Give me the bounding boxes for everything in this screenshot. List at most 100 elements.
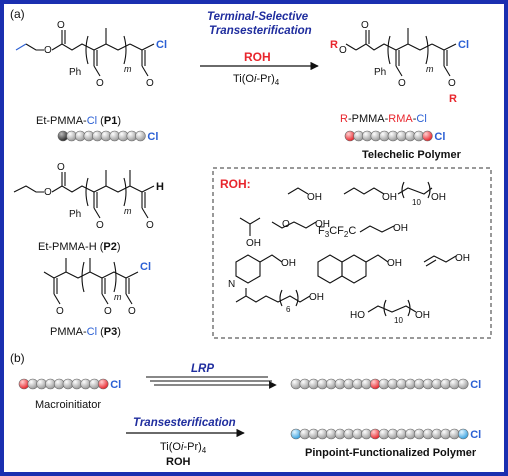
p1-atom-o3: O [96,78,104,89]
roh-allyl-oh: OH [455,253,470,264]
roh-diol-n10: 10 [394,316,403,325]
p2-atom-o4: O [146,220,154,231]
bead [422,130,433,142]
panel-b-tag: (b) [10,351,25,365]
roh-butanol [343,187,385,195]
lrp-arrow-stack [146,376,277,389]
p1-structure [15,28,155,77]
bead [361,428,372,440]
bead [343,378,355,390]
roh-butanol-oh: OH [382,192,397,203]
bead [431,378,443,390]
roh-benzyl-oh: OH [281,258,296,269]
roh-amine [235,295,311,303]
p3-atom-o2: O [104,306,112,317]
roh-fluoro-oh: OH [393,223,408,234]
bead [80,378,91,390]
product-caption: Telechelic Polymer [362,149,461,161]
bead-chain-p1: Cl [57,130,158,143]
bead [36,378,47,390]
p3-atom-o1: O [56,306,64,317]
p2-structure [13,170,155,219]
p2-atom-o2: O [57,162,65,173]
roh-diol-ho: HO [350,310,365,321]
bead-chain-cl: Cl [434,131,445,143]
p2-m: m [124,206,132,216]
roh-amine-oh: OH [309,292,324,303]
p1-ph: Ph [69,67,81,78]
roh-structures [235,181,457,317]
transesterification-label: Transesterification [133,417,236,429]
roh-isopropanol-oh: OH [246,238,261,249]
roh-methoxyethanol-oh: OH [315,219,330,230]
p2-label: Et-PMMA-H (P2) [38,241,121,253]
product-r1: R [330,39,338,51]
p1-atom-o4: O [146,78,154,89]
roh-diol-oh: OH [415,310,430,321]
p1-m: m [124,64,132,74]
bead [135,130,146,142]
bead-chain-macroinitiator: Cl [18,378,121,391]
p2-atom-o1: O [44,187,52,198]
p3-label: PMMA-Cl (P3) [50,326,121,338]
catalyst-label: Ti(Oi-Pr)4 [233,73,280,88]
product-ph: Ph [374,67,386,78]
bead-chain-cl: Cl [147,131,158,143]
bead-chain-pinpoint: Cl [290,428,481,441]
bead [361,378,372,390]
bead [405,428,416,440]
macroinitiator-label: Macroinitiator [35,399,102,411]
p3-cl: Cl [140,261,151,273]
product-atom-o3: O [398,78,406,89]
reagent-roh-b: ROH [166,456,191,468]
product-atom-o2: O [361,20,369,31]
p2-h: H [156,181,164,193]
bead [317,378,328,390]
bead [97,378,109,390]
p3-structure [43,258,139,305]
roh-long10 [397,187,433,195]
roh-benzyl [235,254,261,284]
roh-ethanol [287,187,309,195]
roh-isopropanol [239,217,261,236]
bead [457,378,469,390]
bead-chain-lrp-product: Cl [290,378,481,391]
bead [449,378,460,390]
roh-methoxyethanol-o: O [282,219,290,230]
panel-a-tag: (a) [10,7,25,21]
bead [343,428,355,440]
bead [53,378,65,390]
product-atom-o1: O [339,45,347,56]
p2-ph: Ph [69,209,81,220]
bead [431,428,443,440]
p3-atom-o3: O [128,306,136,317]
p2-atom-o3: O [96,220,104,231]
reaction-title-line2: Transesterification [209,25,312,37]
bead [299,428,311,440]
roh-fluoro [359,225,395,233]
product-label: R-PMMA-RMA-Cl [340,113,427,125]
reaction-title-line1: Terminal-Selective [207,11,309,23]
roh-fluoro-label: F3CF2C [318,225,357,240]
bead [299,378,311,390]
catalyst-label-b: Ti(Oi-Pr)4 [160,441,207,456]
bead-chain-cl: Cl [110,379,121,391]
p1-cl: Cl [156,39,167,51]
bead [387,428,399,440]
product-structure [345,28,457,77]
roh-ethanol-oh: OH [307,192,322,203]
bead [449,428,460,440]
product-m: m [426,64,434,74]
bead [317,428,328,440]
product-r2: R [449,93,457,105]
bead-chain-cl: Cl [470,379,481,391]
bead [457,428,469,440]
reagent-roh: ROH [244,50,271,64]
bead [387,378,399,390]
roh-long10-n: 10 [412,198,421,207]
p1-label: Et-PMMA-Cl (P1) [36,115,121,127]
bead [405,378,416,390]
